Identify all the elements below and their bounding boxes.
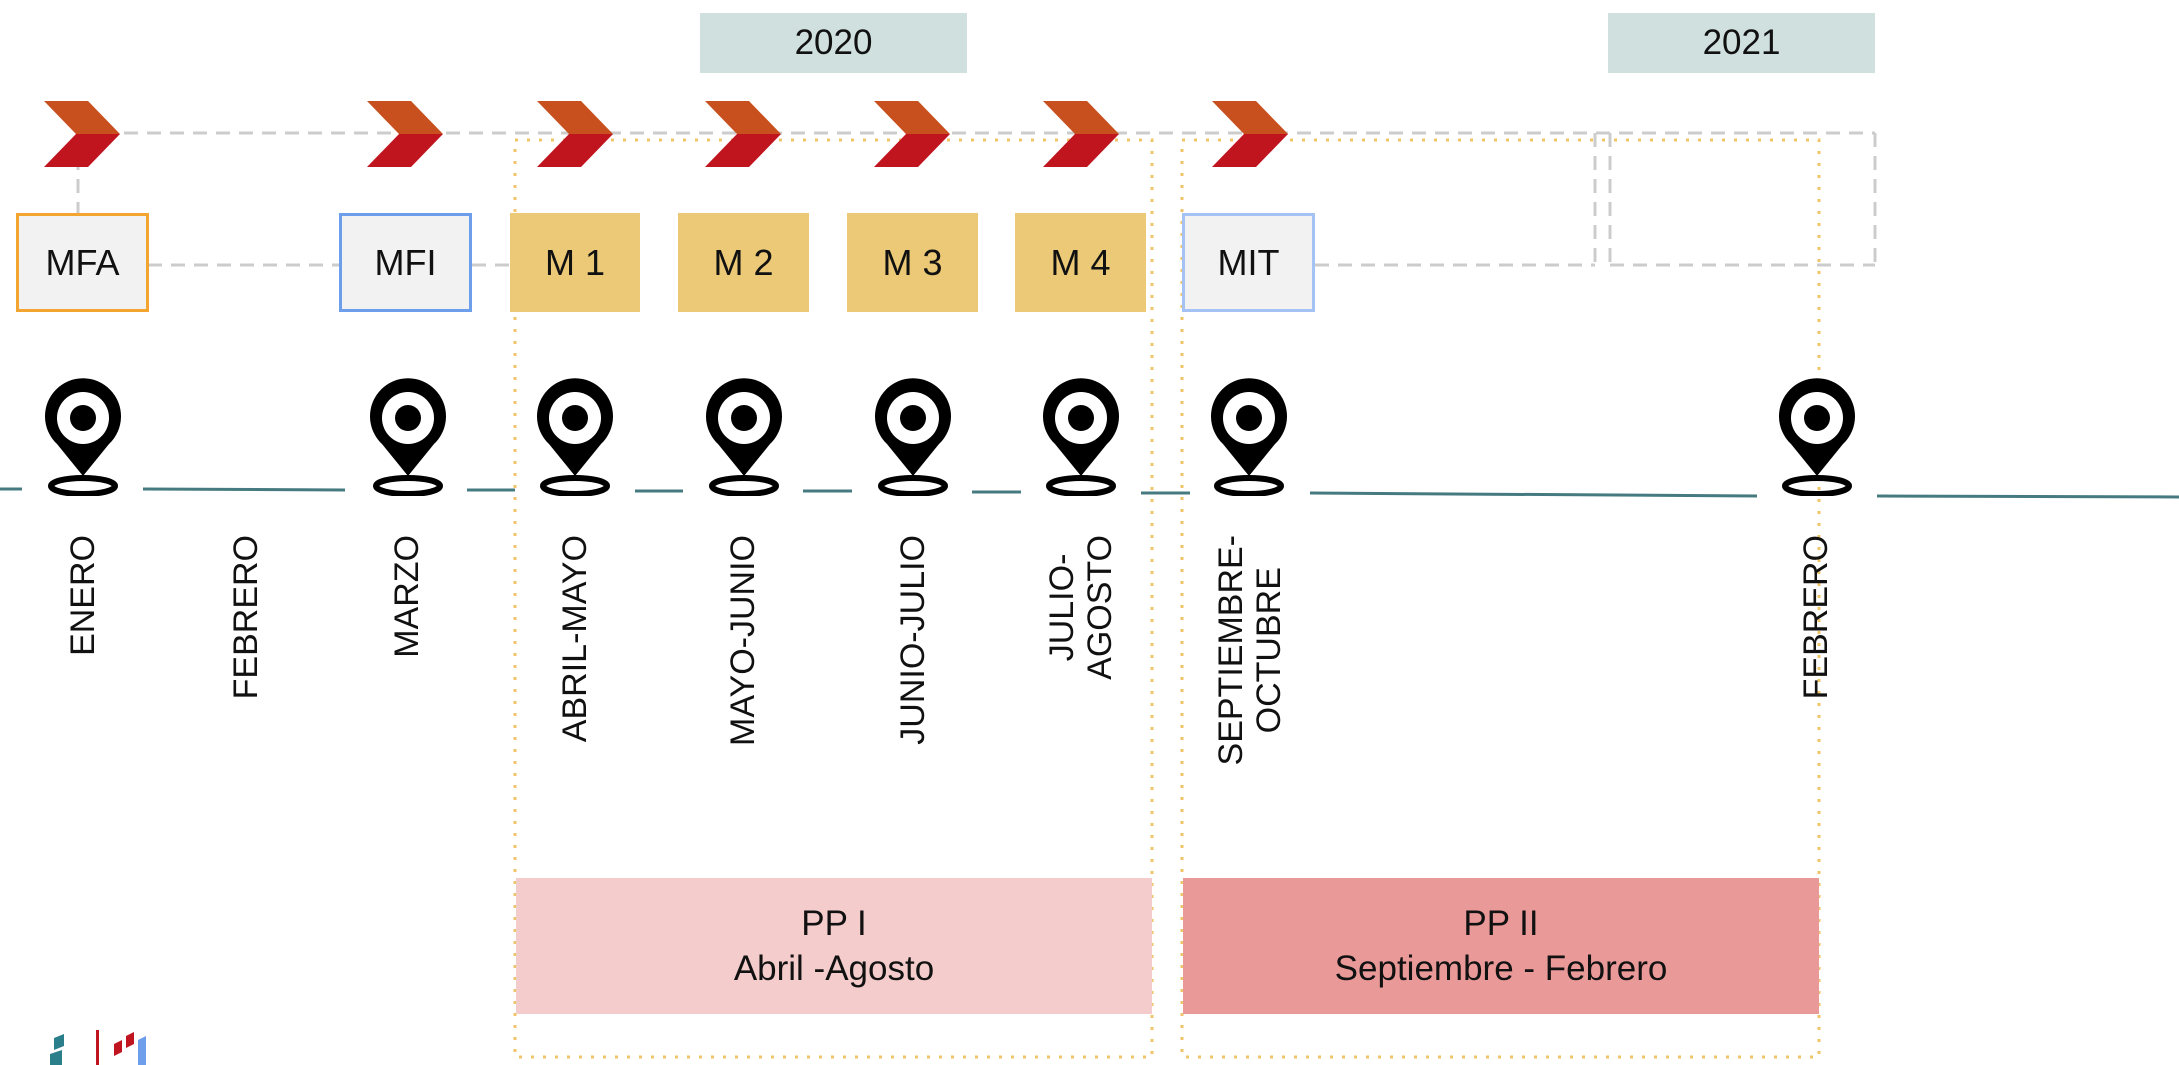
month-label-text: MARZO: [388, 535, 426, 658]
chevron-arrow-icon: [874, 101, 950, 167]
map-pin-icon: [45, 378, 121, 496]
module-box-m2: M 2: [678, 213, 809, 312]
period-box-pp2: PP II Septiembre - Febrero: [1183, 878, 1819, 1014]
month-label-text: JUNIO-JULIO: [894, 535, 932, 745]
module-box-mfi: MFI: [339, 213, 472, 312]
period-subtitle: Septiembre - Febrero: [1334, 949, 1668, 988]
map-pin-icon: [875, 378, 951, 496]
month-label-junio-julio: JUNIO-JULIO: [883, 535, 943, 795]
year-label-2021: 2021: [1608, 13, 1875, 73]
period-title: PP I: [801, 904, 867, 943]
month-label-text: JULIO- AGOSTO: [1043, 535, 1119, 680]
month-label-text: ENERO: [64, 535, 102, 656]
module-box-m1: M 1: [510, 213, 640, 312]
month-label-mayo-junio: MAYO-JUNIO: [713, 535, 773, 795]
chevron-arrow-icon: [367, 101, 443, 167]
map-pin-icon: [1779, 378, 1855, 496]
period-subtitle: Abril -Agosto: [733, 949, 935, 988]
month-label-febrero-2021: FEBRERO: [1786, 535, 1846, 795]
month-label-enero: ENERO: [53, 535, 113, 795]
chevron-arrow-icon: [537, 101, 613, 167]
chevron-arrow-icon: [705, 101, 781, 167]
map-pin-icon: [370, 378, 446, 496]
period-title: PP II: [1463, 904, 1539, 943]
period-box-pp1: PP I Abril -Agosto: [516, 878, 1152, 1014]
map-pin-icon: [537, 378, 613, 496]
map-pin-icon: [1043, 378, 1119, 496]
module-box-m4: M 4: [1015, 213, 1146, 312]
month-label-text: MAYO-JUNIO: [724, 535, 762, 746]
month-label-marzo: MARZO: [377, 535, 437, 795]
month-label-text: ABRIL-MAYO: [556, 535, 594, 743]
map-pin-icon: [1211, 378, 1287, 496]
logo-icon: [50, 1030, 146, 1065]
month-label-abril-mayo: ABRIL-MAYO: [545, 535, 605, 795]
chevron-arrow-icon: [44, 101, 120, 167]
map-pin-icon: [706, 378, 782, 496]
module-box-mfa: MFA: [16, 213, 149, 312]
month-label-julio-agosto: JULIO- AGOSTO: [1043, 535, 1119, 795]
month-label-text: SEPTIEMBRE- OCTUBRE: [1212, 535, 1288, 766]
year-label-2020: 2020: [700, 13, 967, 73]
chevron-arrow-icon: [1212, 101, 1288, 167]
module-box-m3: M 3: [847, 213, 978, 312]
month-label-text: FEBRERO: [1797, 535, 1835, 700]
chevron-arrow-icon: [1043, 101, 1119, 167]
module-box-mit: MIT: [1182, 213, 1315, 312]
month-label-septiembre-octubre: SEPTIEMBRE- OCTUBRE: [1212, 535, 1288, 795]
month-label-text: FEBRERO: [227, 535, 265, 700]
month-label-febrero: FEBRERO: [216, 535, 276, 795]
